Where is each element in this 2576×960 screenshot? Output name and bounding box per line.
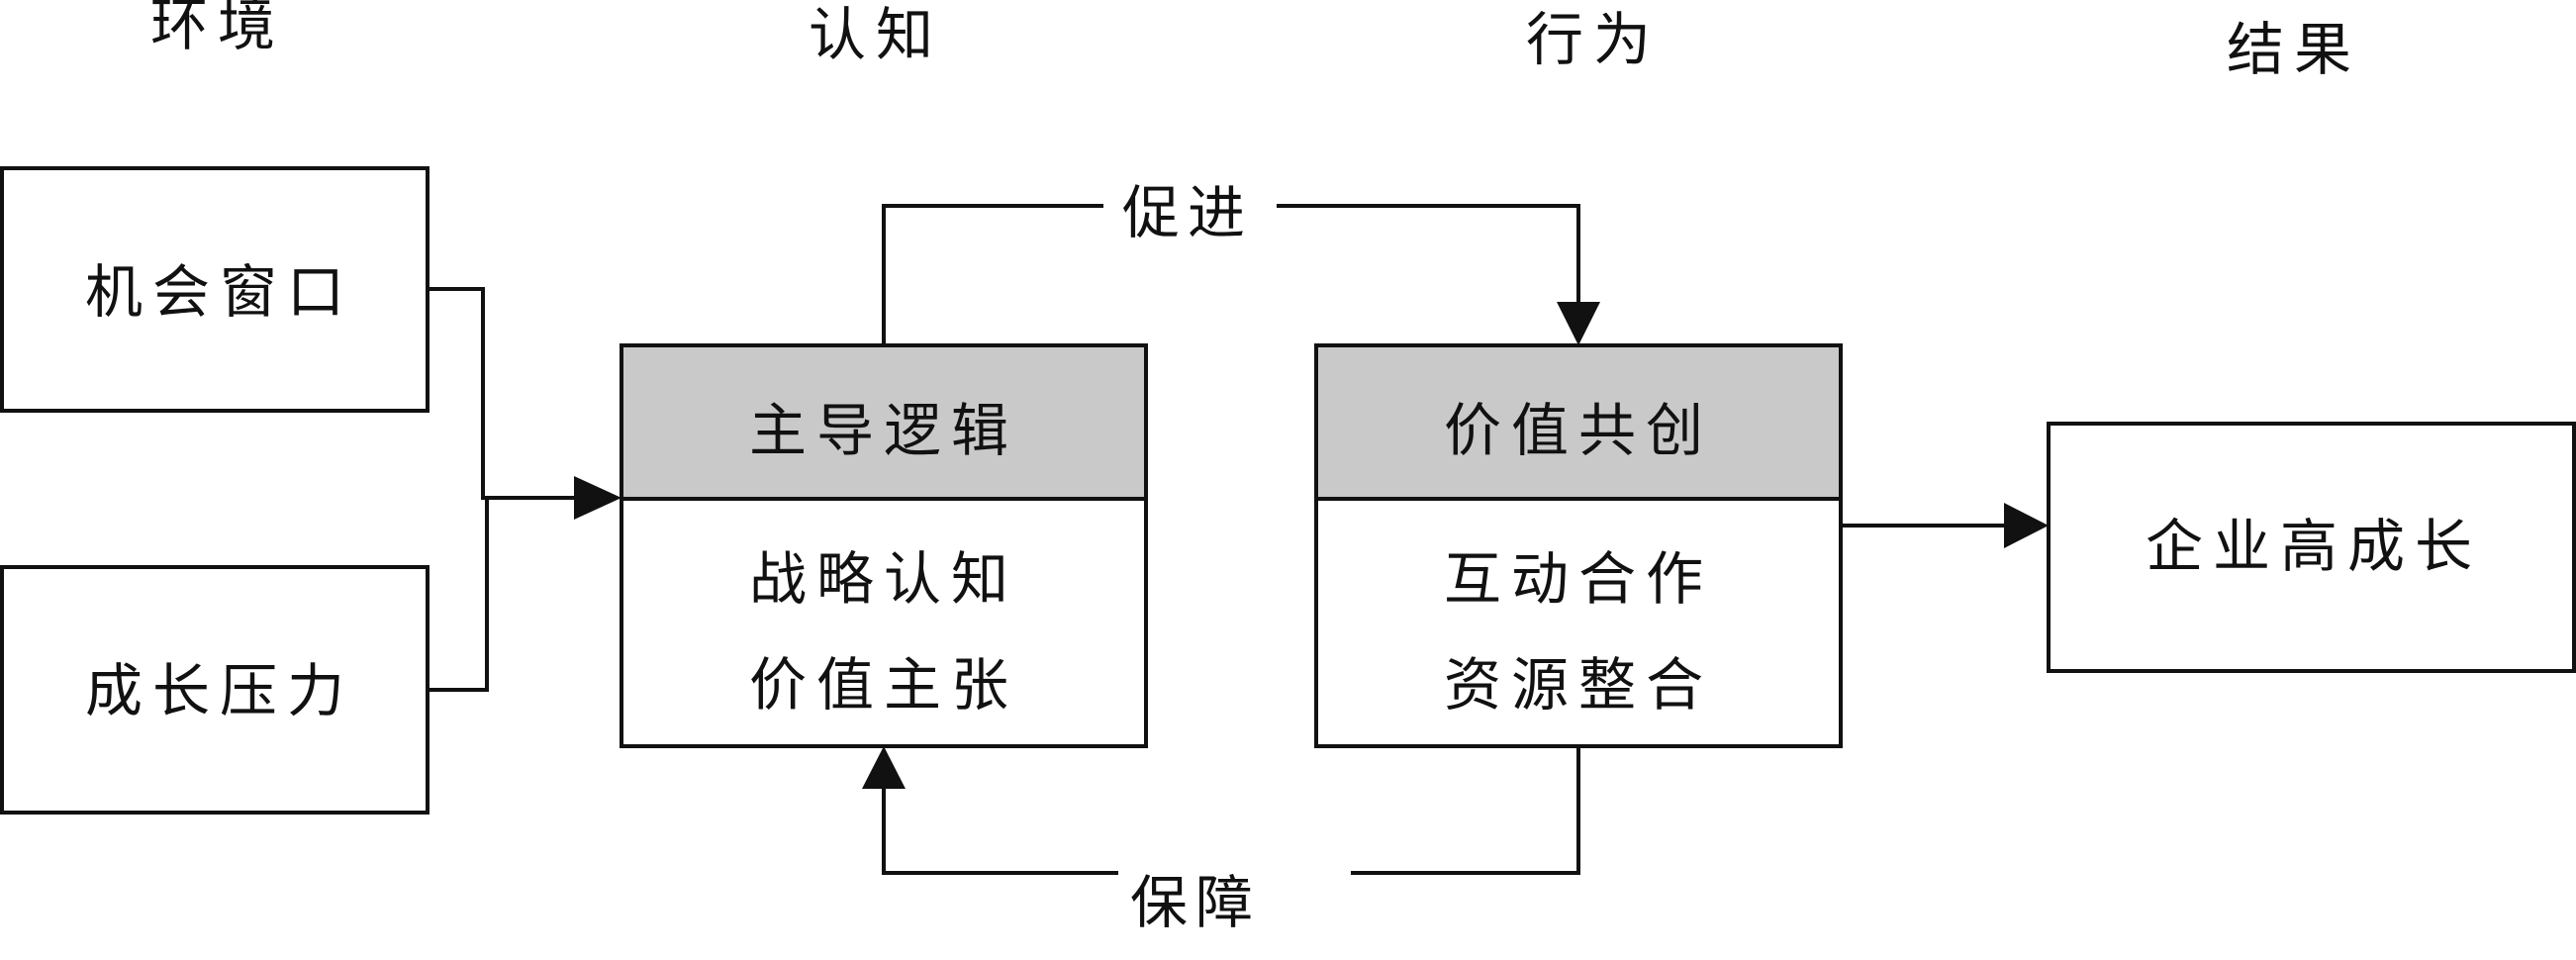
arrowhead-into-dominant-logic-bottom (862, 746, 906, 789)
connector-guarantee-left (882, 789, 1118, 875)
value-cocreation-item-interaction: 互动合作 (1444, 545, 1713, 613)
column-title-result: 结果 (2227, 16, 2361, 83)
guarantee-label: 保障 (1130, 869, 1261, 936)
value-cocreation-item-resource-integration: 资源整合 (1444, 651, 1713, 719)
column-title-environment: 环境 (150, 0, 285, 58)
opportunity-window-label: 机会窗口 (85, 258, 354, 326)
connector-pressure (428, 498, 489, 692)
value-cocreation-box: 价值共创 互动合作 资源整合 (1314, 343, 1843, 748)
dominant-logic-item-strategic-cognition: 战略认知 (749, 545, 1018, 613)
connector-promote-left (882, 204, 1103, 345)
dominant-logic-item-value-proposition: 价值主张 (749, 651, 1018, 719)
value-cocreation-header: 价值共创 (1444, 397, 1713, 464)
connector-promote-right (1277, 204, 1580, 302)
connector-guarantee-right (1351, 746, 1580, 875)
opportunity-window-box: 机会窗口 (0, 166, 429, 413)
promote-label: 促进 (1122, 179, 1253, 246)
column-title-behavior: 行为 (1526, 6, 1661, 73)
dominant-logic-header: 主导逻辑 (749, 397, 1018, 464)
arrowhead-into-dominant-logic (574, 476, 621, 520)
arrowhead-into-value-cocreation (1557, 302, 1600, 345)
connector-opportunity (428, 287, 574, 500)
growth-pressure-label: 成长压力 (85, 657, 354, 724)
arrowhead-into-enterprise-growth (2004, 503, 2049, 548)
growth-pressure-box: 成长压力 (0, 565, 429, 815)
enterprise-growth-box: 企业高成长 (2047, 422, 2576, 673)
dominant-logic-box: 主导逻辑 战略认知 价值主张 (620, 343, 1148, 748)
column-title-cognition: 认知 (809, 1, 943, 68)
enterprise-growth-label: 企业高成长 (2146, 513, 2482, 580)
